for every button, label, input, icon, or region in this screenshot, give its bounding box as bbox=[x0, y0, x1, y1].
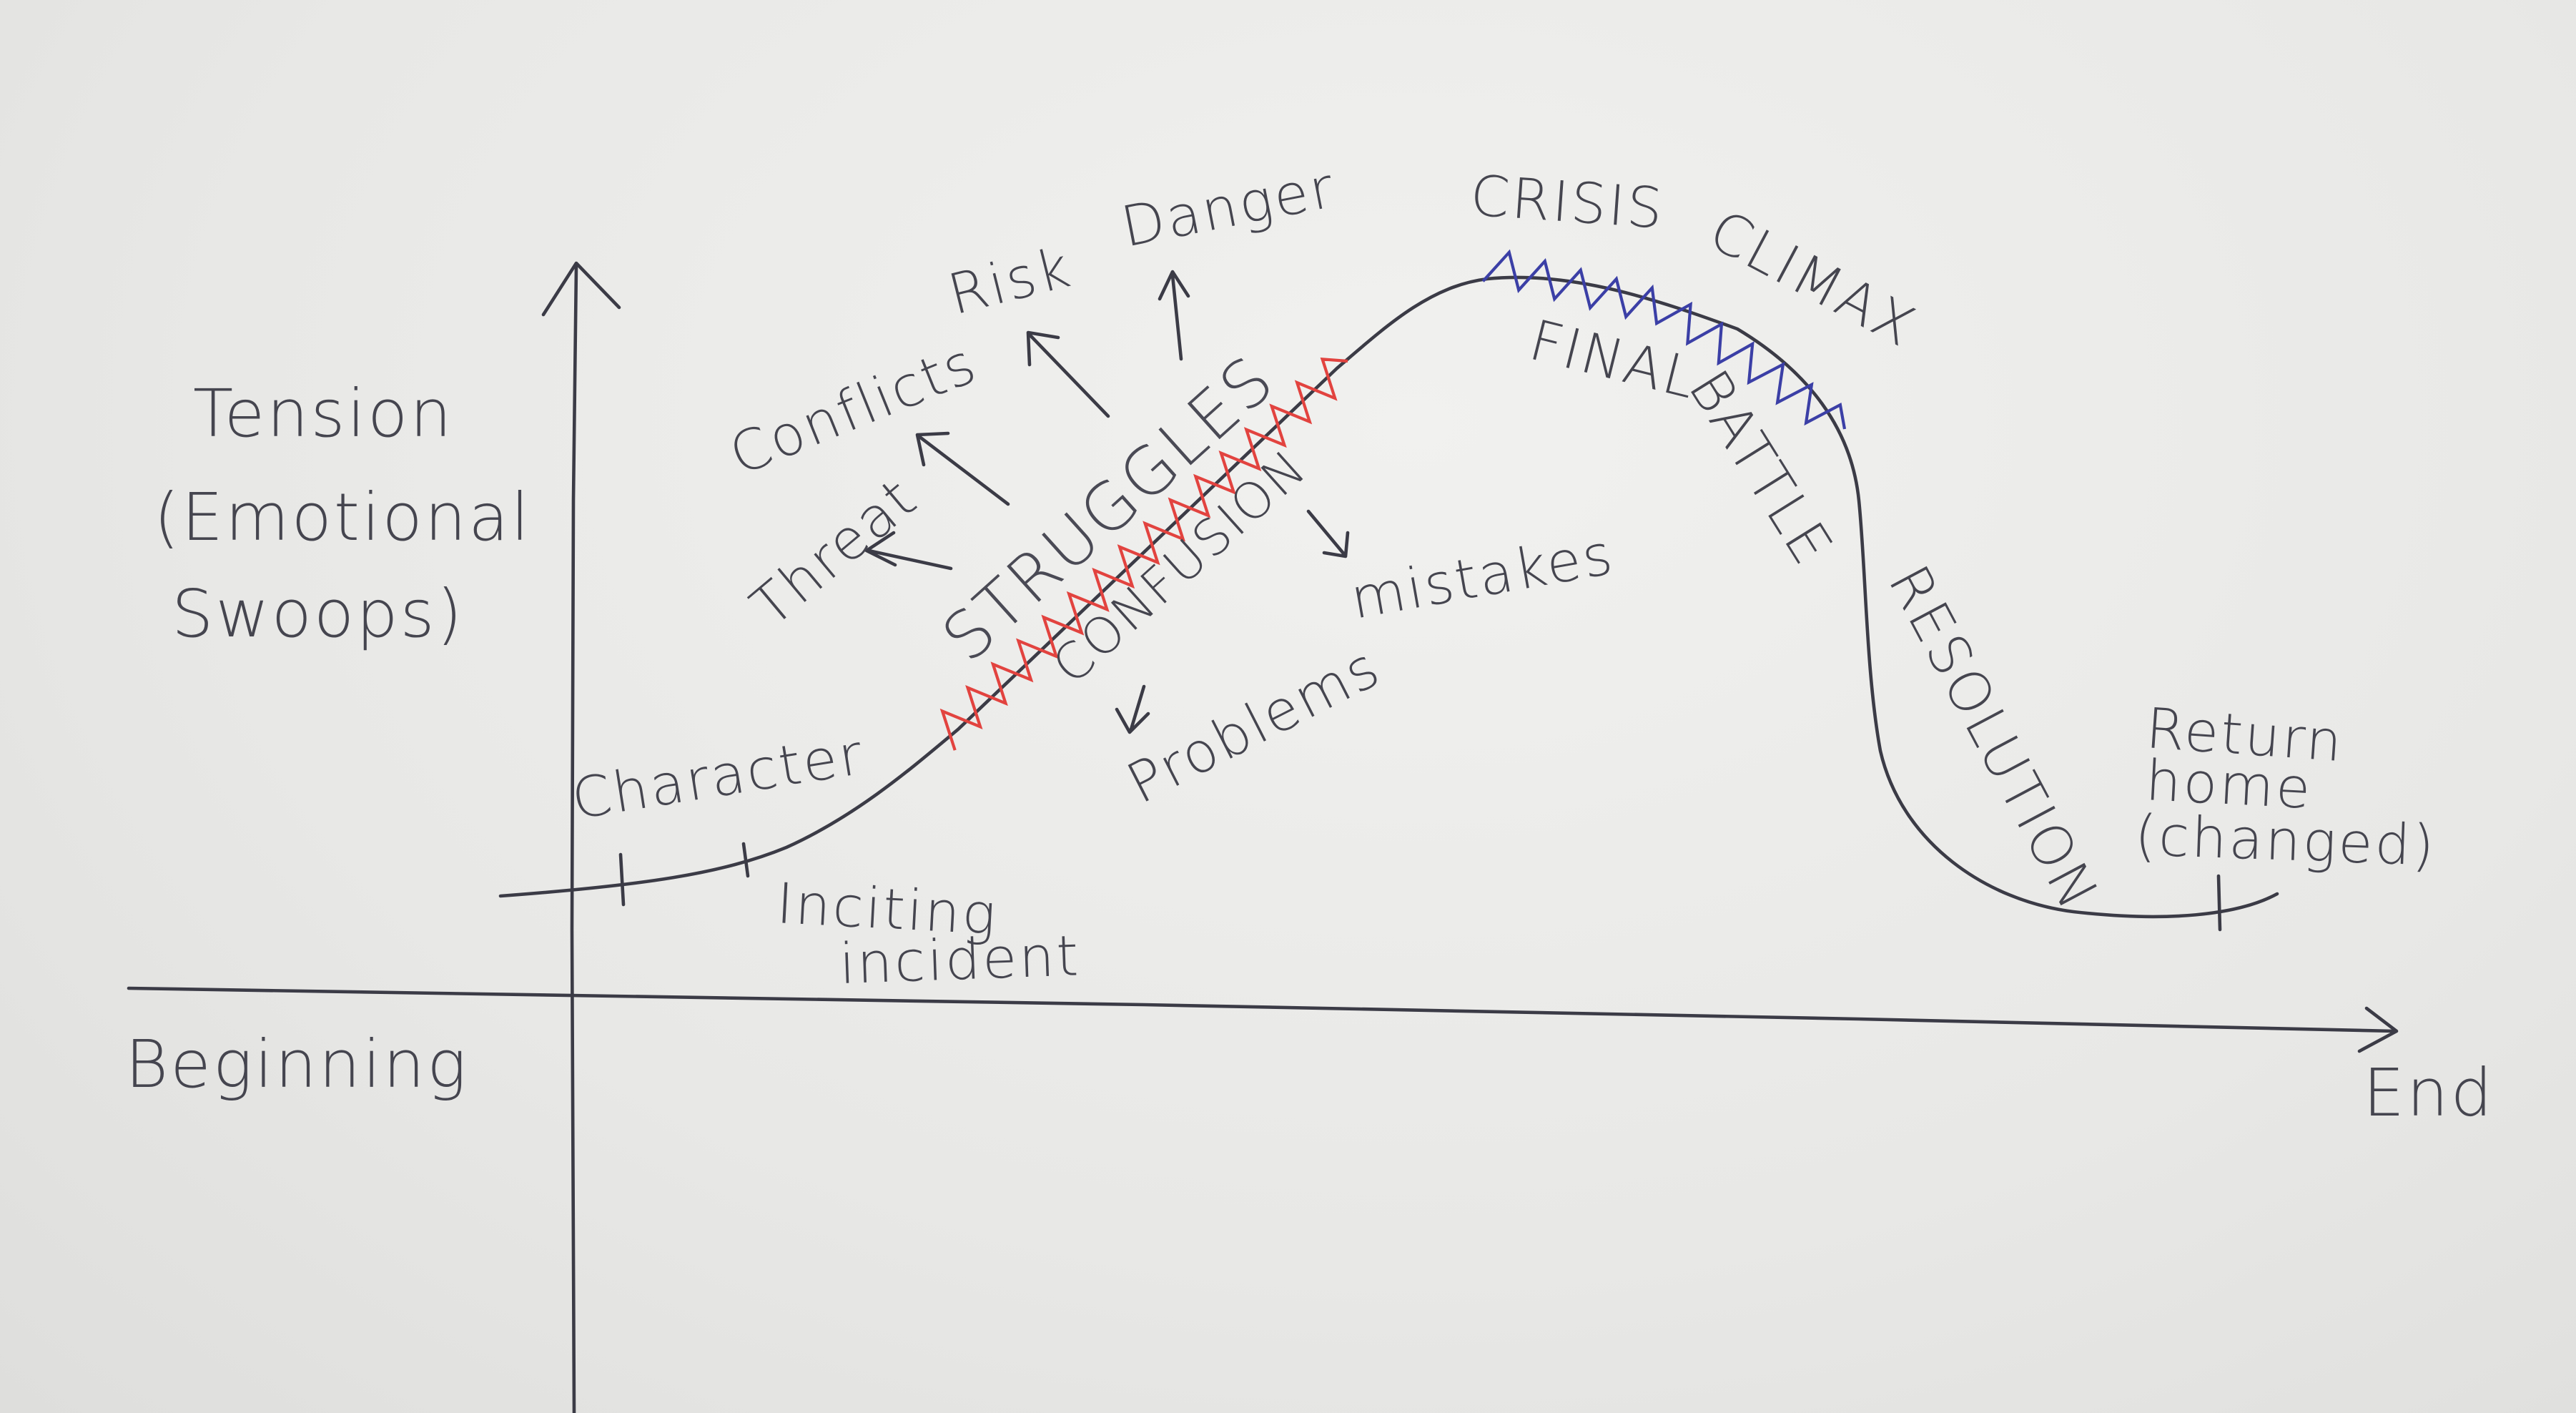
x-axis bbox=[127, 986, 2397, 1033]
x-axis-arrowhead bbox=[2357, 1006, 2399, 1053]
problems-label: Problems bbox=[1117, 635, 1391, 817]
conflicts-arrow bbox=[915, 431, 1010, 506]
climax-zigzag bbox=[1481, 249, 1847, 430]
y-axis-label-line1: Tension bbox=[193, 375, 454, 452]
return-home-label-line2: home bbox=[2144, 749, 2314, 822]
inciting-incident-tick bbox=[741, 842, 750, 878]
character-label: Character bbox=[568, 722, 869, 832]
y-axis bbox=[570, 264, 578, 1413]
return-home-tick bbox=[2216, 874, 2222, 932]
threat-arrow bbox=[864, 531, 953, 571]
final-battle-label-line1: FINAL bbox=[1523, 308, 1704, 412]
crisis-label: CRISIS bbox=[1469, 164, 1667, 242]
danger-label: Danger bbox=[1116, 156, 1341, 260]
y-axis-label-line2: (Emotional bbox=[154, 479, 531, 556]
character-tick bbox=[618, 852, 626, 907]
risk-label: Risk bbox=[942, 235, 1078, 328]
y-axis-arrowhead bbox=[541, 261, 621, 317]
return-home-label-line3: (changed) bbox=[2133, 804, 2437, 879]
final-battle-label-line2: BATTLE bbox=[1676, 359, 1845, 577]
mistakes-label: mistakes bbox=[1346, 523, 1619, 632]
x-axis-end-label: End bbox=[2363, 1055, 2494, 1131]
return-home-label-line1: Return bbox=[2144, 696, 2346, 774]
threat-label: Threat bbox=[739, 466, 929, 640]
problems-arrow bbox=[1115, 684, 1150, 734]
danger-arrow bbox=[1158, 270, 1190, 361]
struggles-zigzag bbox=[939, 357, 1348, 751]
story-arc-curve bbox=[498, 275, 2279, 919]
mistakes-arrow bbox=[1306, 509, 1350, 558]
inciting-incident-label-line1: Inciting bbox=[775, 872, 1000, 947]
resolution-label: RESOLUTION bbox=[1875, 556, 2111, 921]
conflicts-label: Conflicts bbox=[721, 331, 986, 488]
y-axis-label-line3: Swoops) bbox=[172, 576, 464, 652]
inciting-incident-label-line2: incident bbox=[839, 924, 1082, 997]
x-axis-start-label: Beginning bbox=[125, 1026, 468, 1103]
climax-label: CLIMAX bbox=[1699, 198, 1927, 360]
risk-arrow bbox=[1026, 330, 1110, 418]
